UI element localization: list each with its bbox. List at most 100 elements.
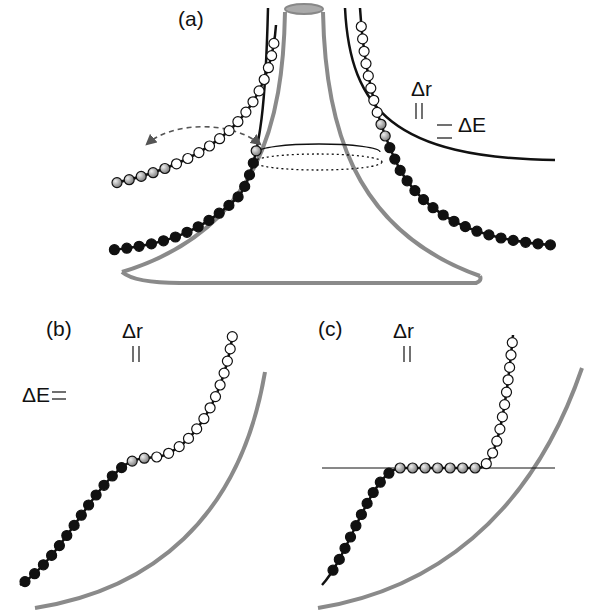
state-bead — [269, 38, 279, 48]
state-bead — [395, 463, 405, 473]
state-bead — [117, 463, 127, 473]
state-bead — [356, 510, 366, 520]
state-bead — [233, 117, 243, 127]
state-bead — [497, 412, 507, 422]
state-bead — [109, 245, 119, 255]
state-bead — [134, 241, 144, 251]
state-bead — [245, 170, 255, 180]
state-bead — [214, 208, 224, 218]
state-bead — [20, 577, 30, 587]
state-bead — [503, 375, 513, 385]
state-bead — [363, 71, 373, 81]
state-bead — [502, 387, 512, 397]
state-bead — [193, 222, 203, 232]
state-bead — [172, 159, 182, 169]
state-bead — [460, 222, 470, 232]
state-bead — [183, 154, 193, 164]
state-bead — [402, 176, 412, 186]
state-bead — [47, 550, 57, 560]
state-bead — [369, 95, 379, 105]
state-bead — [384, 468, 394, 478]
state-bead — [376, 119, 386, 129]
state-bead — [508, 235, 518, 245]
state-bead — [500, 400, 510, 410]
delta-r-label: Δr — [122, 320, 143, 341]
state-bead — [351, 521, 361, 531]
state-bead — [205, 141, 215, 151]
state-bead — [54, 541, 64, 551]
state-bead — [438, 210, 448, 220]
state-bead — [84, 500, 94, 510]
funnel-wall — [35, 372, 265, 608]
state-bead — [368, 488, 378, 498]
panel-letter: (b) — [46, 318, 72, 339]
state-bead — [259, 75, 269, 85]
landscape-line — [322, 335, 513, 585]
state-bead — [358, 34, 368, 44]
state-bead — [521, 237, 531, 247]
state-bead — [222, 356, 232, 366]
funnel — [122, 12, 481, 283]
state-bead — [227, 332, 237, 342]
state-bead — [30, 569, 40, 579]
state-bead — [545, 240, 555, 250]
state-bead — [164, 448, 174, 458]
state-bead — [215, 380, 225, 390]
state-bead — [240, 181, 250, 191]
state-bead — [241, 107, 251, 117]
state-bead — [449, 216, 459, 226]
energy-ring-dotted — [254, 154, 382, 170]
state-bead — [205, 403, 215, 413]
state-bead — [375, 477, 385, 487]
state-bead — [224, 200, 234, 210]
state-bead — [334, 554, 344, 564]
state-bead — [159, 236, 169, 246]
state-bead — [380, 131, 390, 141]
state-bead — [192, 424, 202, 434]
state-bead — [488, 448, 498, 458]
state-bead — [184, 433, 194, 443]
state-bead — [395, 165, 405, 175]
state-bead — [410, 186, 420, 196]
state-bead — [366, 83, 376, 93]
state-bead — [533, 239, 543, 249]
funnel-top — [285, 4, 323, 14]
state-bead — [204, 215, 214, 225]
landscape-lines — [112, 8, 555, 250]
state-bead — [263, 63, 273, 73]
state-bead — [254, 86, 264, 96]
transition-arrow — [147, 127, 260, 144]
state-bead — [148, 168, 158, 178]
state-bead — [124, 175, 134, 185]
state-bead — [38, 560, 48, 570]
state-bead — [99, 480, 109, 490]
state-bead — [251, 146, 261, 156]
state-bead — [139, 453, 149, 463]
state-bead — [385, 143, 395, 153]
state-bead — [225, 344, 235, 354]
state-bead — [505, 362, 515, 372]
funnel-wall — [318, 368, 582, 608]
state-bead — [152, 452, 162, 462]
state-bead — [127, 456, 137, 466]
state-bead — [359, 46, 369, 56]
state-bead — [224, 126, 234, 136]
state-bead — [136, 171, 146, 181]
panel-letter: (a) — [178, 8, 204, 29]
state-bead — [433, 463, 443, 473]
tick-marks — [404, 346, 410, 362]
state-bead — [112, 178, 122, 188]
state-bead — [390, 154, 400, 164]
state-bead — [361, 59, 371, 69]
state-bead — [346, 532, 356, 542]
delta-e-label: ΔE — [458, 114, 486, 135]
state-bead — [248, 158, 258, 168]
state-bead — [160, 164, 170, 174]
state-bead — [420, 463, 430, 473]
state-bead — [62, 531, 72, 541]
state-bead — [215, 134, 225, 144]
state-bead — [182, 227, 192, 237]
tick-marks — [52, 346, 139, 399]
state-bead — [481, 459, 491, 469]
